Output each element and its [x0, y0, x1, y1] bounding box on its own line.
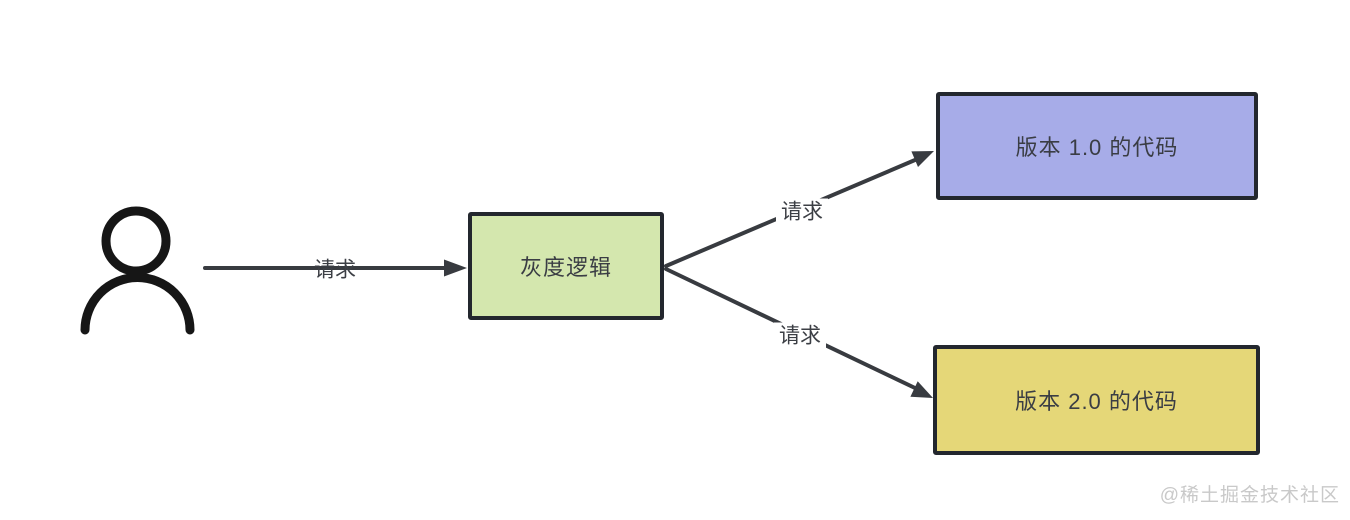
person-head [101, 206, 171, 276]
node-version-2: 版本 2.0 的代码 [933, 345, 1260, 455]
node-version-1: 版本 1.0 的代码 [936, 92, 1258, 200]
node-version-1-label: 版本 1.0 的代码 [1015, 135, 1179, 160]
node-version-2-label: 版本 2.0 的代码 [1015, 389, 1178, 414]
edge-label-v1-request: 请求 [776, 198, 828, 226]
edge-user-to-logic-arrowhead [444, 259, 467, 277]
edge-user-to-logic [203, 259, 467, 277]
edge-label-v2-request: 请求 [774, 322, 826, 350]
watermark: @稀土掘金技术社区 [1159, 485, 1340, 506]
node-gray-logic-label: 灰度逻辑 [519, 255, 612, 280]
edge-label-user-request: 请求 [314, 258, 356, 282]
node-gray-logic: 灰度逻辑 [468, 212, 664, 320]
edge-logic-to-v1-arrowhead [911, 151, 934, 167]
edge-logic-to-v2-arrowhead [910, 381, 933, 398]
person-body [80, 273, 195, 335]
person-icon [80, 206, 195, 335]
